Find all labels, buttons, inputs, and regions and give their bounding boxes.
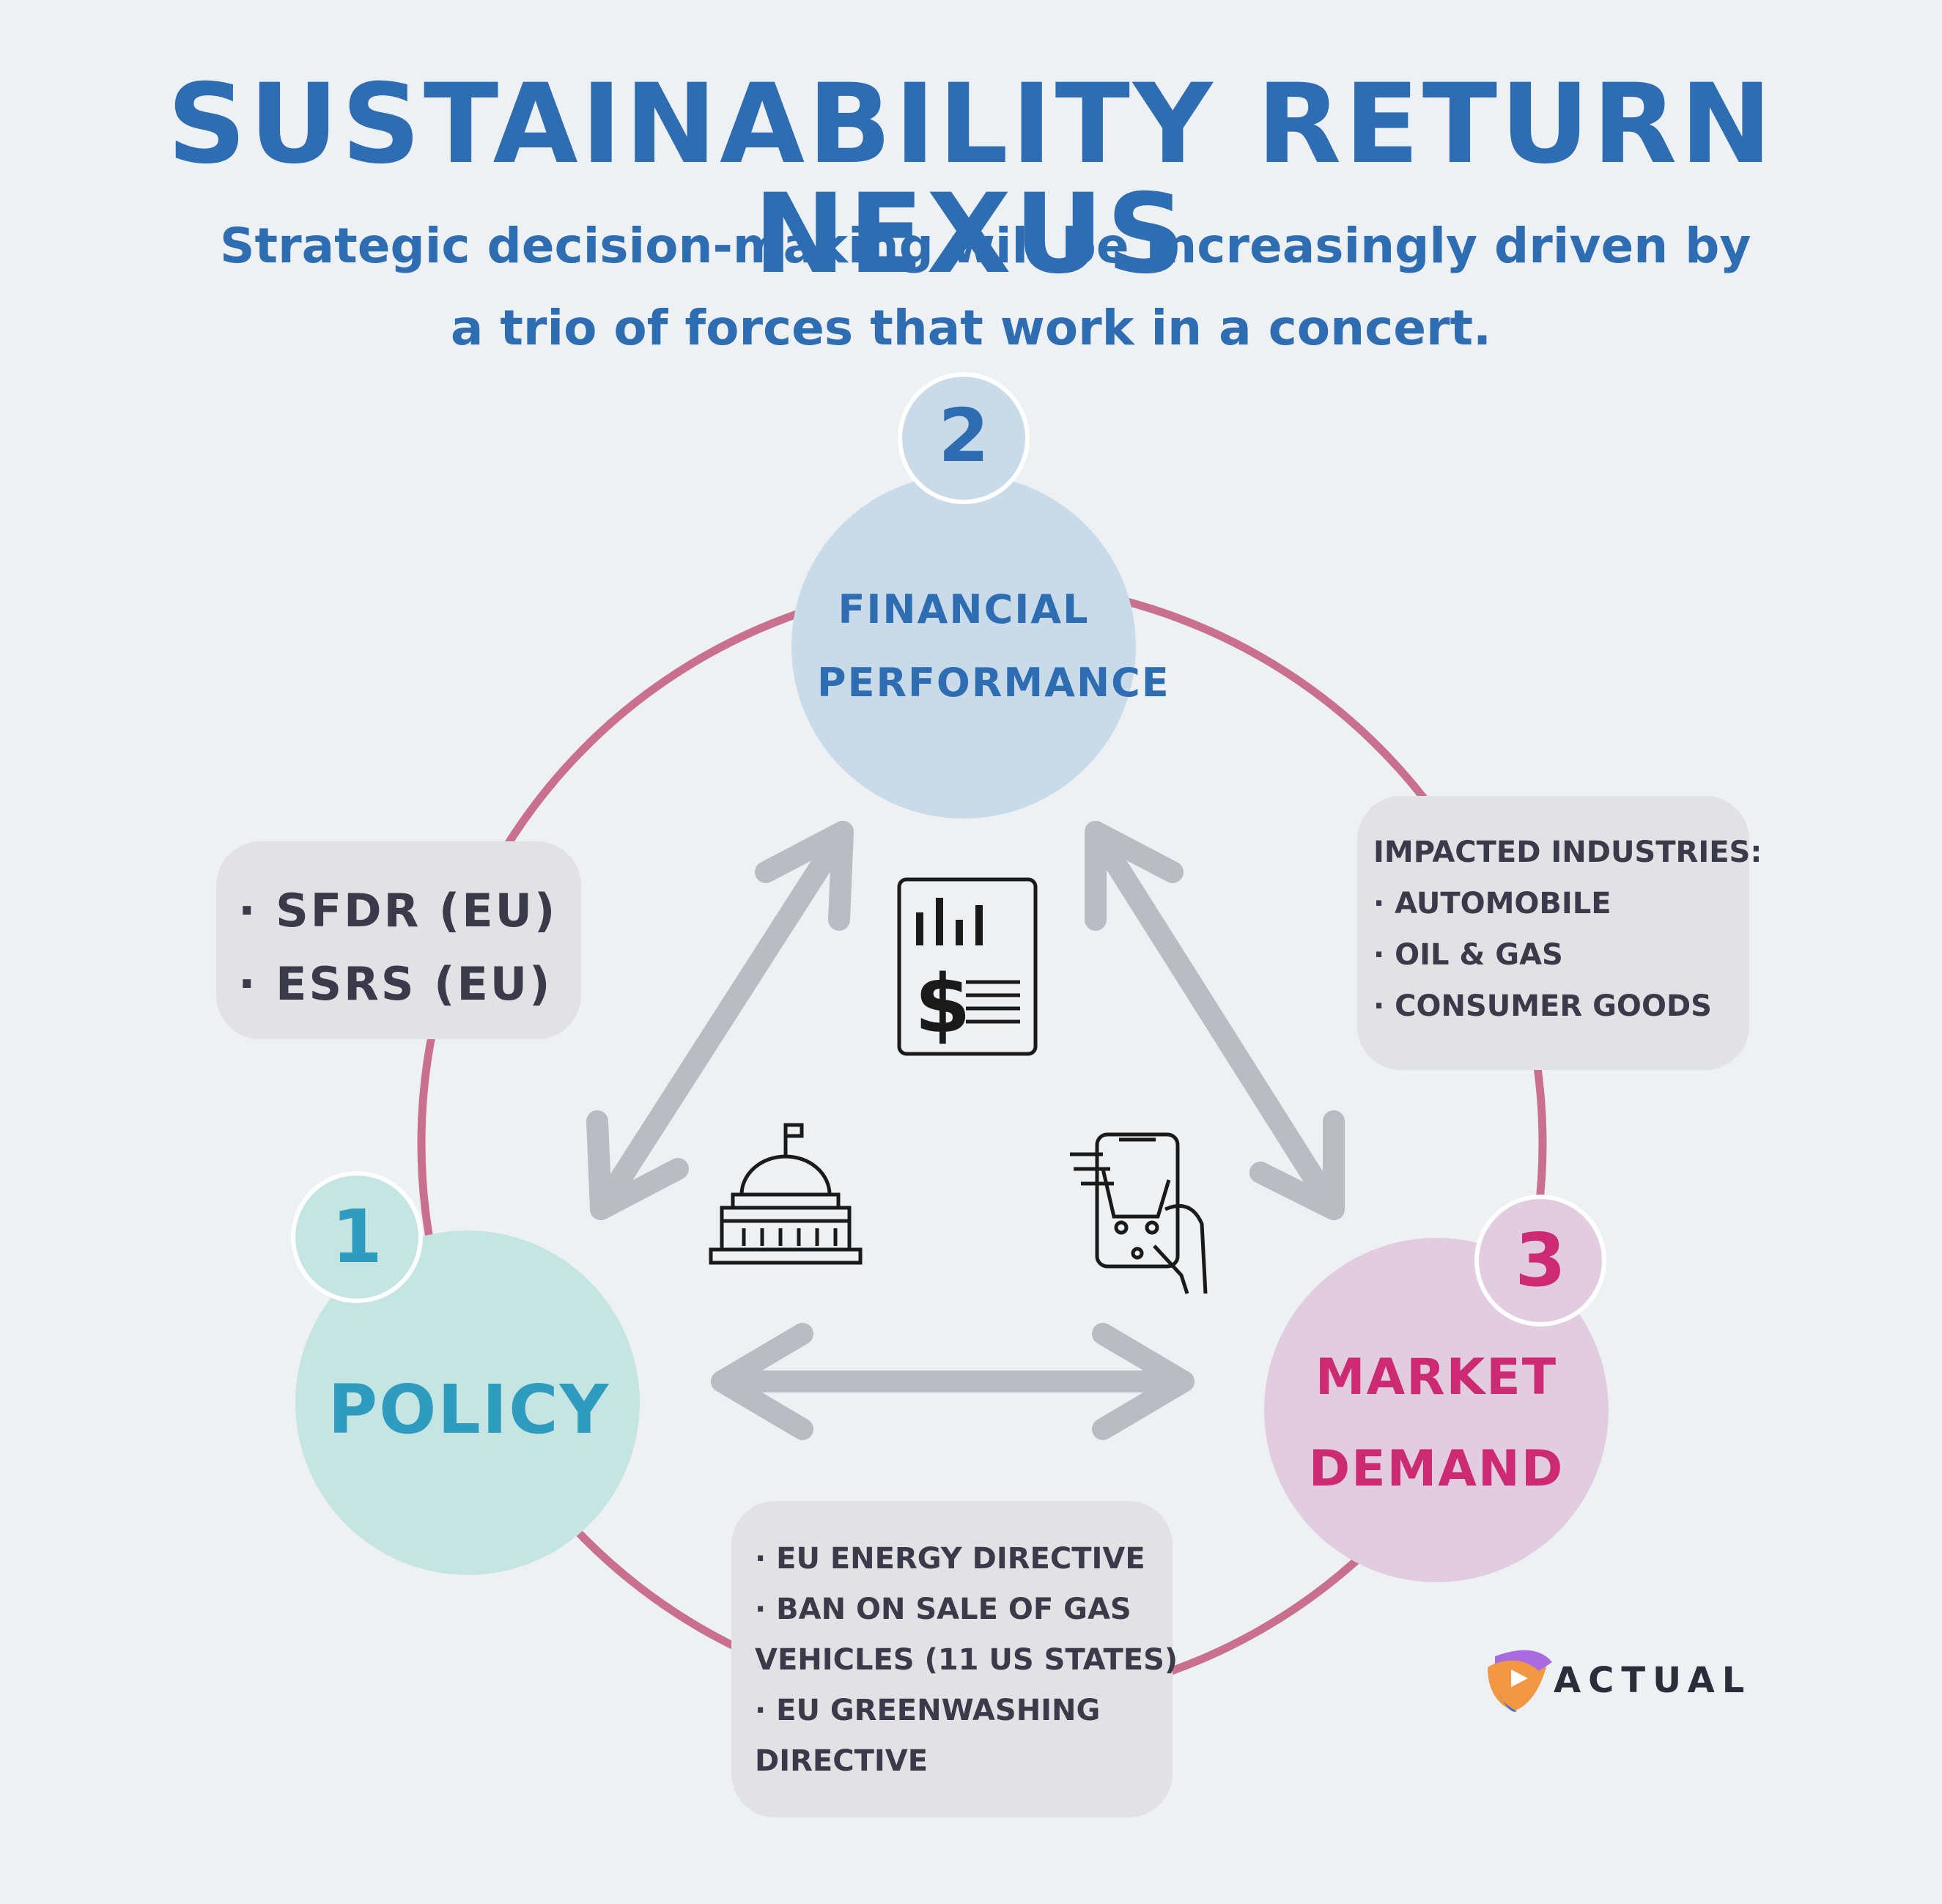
financial-label-line-2: Performance: [817, 660, 1170, 706]
note-item: · EU Greenwashing: [755, 1694, 1101, 1727]
actual-logo-text: ACTUAL: [1554, 1660, 1752, 1701]
note-item: · Consumer Goods: [1373, 989, 1712, 1023]
market-number-badge: [1474, 1195, 1606, 1326]
financial-performance-node: [791, 474, 1136, 819]
financial-number-badge: [898, 372, 1030, 504]
svg-text:$: $: [915, 957, 971, 1051]
market-label-line-1: Market: [1315, 1348, 1558, 1406]
note-item: · EU Energy Directive: [755, 1542, 1145, 1576]
note-item: · SFDR (EU): [238, 884, 558, 937]
subtitle-line-1: Strategic decision-making will be increa…: [220, 218, 1751, 274]
market-number: 3: [1515, 1217, 1566, 1303]
policy-label: Policy: [328, 1370, 610, 1449]
government-building-icon: [709, 1123, 863, 1265]
arrow-policy-market: [711, 1323, 1195, 1440]
arrow-financial-market: [1085, 821, 1345, 1220]
subtitle-line-2: a trio of forces that work in a concert.: [450, 300, 1492, 356]
page-title: Sustainability Return Nexus: [167, 61, 1775, 298]
market-label-line-2: Demand: [1308, 1440, 1565, 1498]
financial-report-icon: $: [897, 877, 1038, 1056]
note-item: Directive: [755, 1744, 928, 1778]
policy-number-badge: [291, 1171, 423, 1303]
note-heading: Impacted industries:: [1373, 835, 1762, 869]
note-item: · Ban on sale of gas: [755, 1593, 1131, 1626]
financial-label-line-1: Financial: [838, 586, 1090, 632]
mobile-shopping-icon: [1070, 1132, 1208, 1294]
arrows-group: [586, 821, 1345, 1440]
arrow-policy-financial: [586, 821, 854, 1220]
actual-logo-icon: [1488, 1650, 1552, 1712]
note-item: · Oil & Gas: [1373, 938, 1563, 972]
note-item: · ESRS (EU): [238, 957, 553, 1011]
impacted-industries-note: Impacted industries: · Automobile · Oil …: [1357, 796, 1762, 1070]
policy-node: [295, 1230, 640, 1575]
note-item: vehicles (11 US states): [755, 1643, 1178, 1677]
note-item: · Automobile: [1373, 887, 1611, 920]
policy-number: 1: [331, 1194, 383, 1280]
financial-number: 2: [938, 393, 989, 479]
directives-note: · EU Energy Directive · Ban on sale of g…: [731, 1501, 1178, 1818]
policy-regulations-note: · SFDR (EU) · ESRS (EU): [216, 841, 581, 1039]
